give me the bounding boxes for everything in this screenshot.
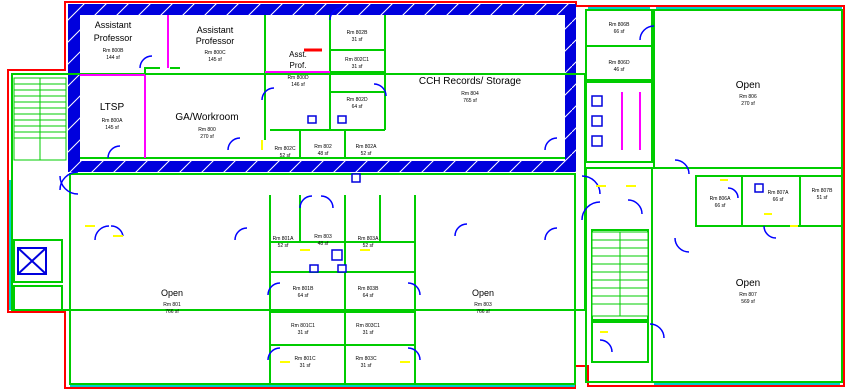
room-area: 145 sf <box>208 57 222 63</box>
room-name: Open <box>736 80 760 91</box>
room-area: 765 sf <box>463 98 477 104</box>
room-number: Rm 803 <box>474 302 492 308</box>
room-area: 144 sf <box>106 55 120 61</box>
room-number: Rm 800C <box>204 50 226 56</box>
room-area: 52 sf <box>361 151 372 157</box>
room-name: Asst. <box>289 50 307 59</box>
room-name: Prof. <box>290 61 307 70</box>
room-area: 52 sf <box>278 243 289 249</box>
room-number: Rm 806A <box>710 196 732 202</box>
room-area: 66 sf <box>715 203 726 209</box>
room-number: Rm 807B <box>812 188 834 194</box>
room-number: Rm 800D <box>287 75 309 81</box>
room-number: Rm 803C <box>355 356 377 362</box>
room-name: LTSP <box>100 102 125 113</box>
room-area: 31 sf <box>352 64 363 70</box>
room-number: Rm 802A <box>356 144 378 150</box>
room-area: 46 sf <box>614 67 625 73</box>
room-number: Rm 800 <box>198 127 216 133</box>
room-number: Rm 801B <box>293 286 315 292</box>
room-area: 51 sf <box>817 195 828 201</box>
room-name: Assistant <box>197 25 234 35</box>
room-number: Rm 802B <box>347 30 369 36</box>
room-name: GA/Workroom <box>175 112 238 123</box>
room-number: Rm 800B <box>103 48 125 54</box>
room-number: Rm 803 <box>314 234 332 240</box>
room-area: 31 sf <box>361 363 372 369</box>
room-area: 766 sf <box>165 309 179 315</box>
room-area: 52 sf <box>363 243 374 249</box>
room-number: Rm 806 <box>739 94 757 100</box>
room-number: Rm 807A <box>768 190 790 196</box>
room-area: 31 sf <box>298 330 309 336</box>
room-number: Rm 806D <box>608 60 630 66</box>
room-area: 31 sf <box>352 37 363 43</box>
room-number: Rm 803C1 <box>356 323 380 329</box>
room-number: Rm 807 <box>739 292 757 298</box>
room-area: 64 sf <box>363 293 374 299</box>
room-name: Open <box>161 288 183 298</box>
room-number: Rm 802C <box>274 146 296 152</box>
room-area: 270 sf <box>200 134 214 140</box>
room-number: Rm 802 <box>314 144 332 150</box>
stairs-west <box>13 77 67 161</box>
room-number: Rm 801C <box>294 356 316 362</box>
room-area: 52 sf <box>280 153 291 159</box>
doors <box>59 7 777 361</box>
room-labels: Assistant Professor Rm 800B 144 sf Assis… <box>94 20 833 369</box>
room-area: 31 sf <box>363 330 374 336</box>
room-area: 66 sf <box>614 29 625 35</box>
room-area: 270 sf <box>741 101 755 107</box>
room-number: Rm 801C1 <box>291 323 315 329</box>
room-number: Rm 801 <box>163 302 181 308</box>
room-number: Rm 803A <box>358 236 380 242</box>
room-area: 31 sf <box>300 363 311 369</box>
windows <box>9 7 842 387</box>
stairs-east <box>591 231 649 317</box>
room-number: Rm 801A <box>273 236 295 242</box>
room-area: 64 sf <box>298 293 309 299</box>
room-area: 145 sf <box>105 125 119 131</box>
room-area: 48 sf <box>318 151 329 157</box>
door-jambs <box>85 140 798 363</box>
highlighted-suite <box>68 4 576 172</box>
room-area: 766 sf <box>476 309 490 315</box>
room-number: Rm 802D <box>346 97 368 103</box>
room-name: Professor <box>94 33 133 43</box>
room-number: Rm 803B <box>358 286 380 292</box>
room-area: 48 sf <box>318 241 329 247</box>
room-name: Assistant <box>95 20 132 30</box>
room-number: Rm 802C1 <box>345 57 369 63</box>
room-number: Rm 800A <box>102 118 124 124</box>
partitions <box>80 15 641 158</box>
room-area: 64 sf <box>352 104 363 110</box>
fixtures <box>307 95 764 273</box>
room-name: Professor <box>196 36 235 46</box>
exterior-outline <box>7 1 845 389</box>
room-name: Open <box>736 278 760 289</box>
room-number: Rm 804 <box>461 91 479 97</box>
room-number: Rm 806B <box>609 22 631 28</box>
room-area: 146 sf <box>291 82 305 88</box>
room-area: 569 sf <box>741 299 755 305</box>
elevator-shaft <box>17 247 47 275</box>
room-name: Open <box>472 288 494 298</box>
room-name: CCH Records/ Storage <box>419 76 522 87</box>
room-area: 66 sf <box>773 197 784 203</box>
